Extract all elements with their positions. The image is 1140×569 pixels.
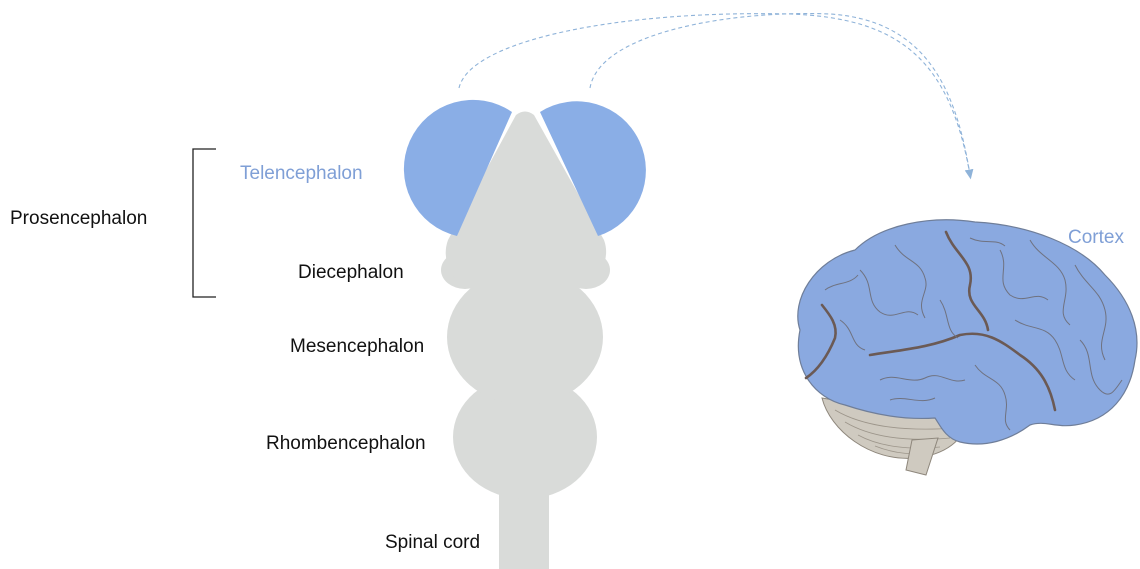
prosencephalon-bracket [193,149,216,297]
label-mesencephalon: Mesencephalon [290,336,424,357]
label-diencephalon: Diecephalon [298,262,404,283]
label-telencephalon: Telencephalon [240,163,363,184]
arrow-right-hemisphere [590,14,970,175]
label-rhombencephalon: Rhombencephalon [266,433,426,454]
adult-brain [798,220,1137,475]
mesencephalon-shape [447,269,603,405]
label-prosencephalon: Prosencephalon [10,208,147,229]
brainstem-shape [906,438,938,475]
label-spinal-cord: Spinal cord [385,532,480,553]
label-cortex: Cortex [1068,227,1124,248]
